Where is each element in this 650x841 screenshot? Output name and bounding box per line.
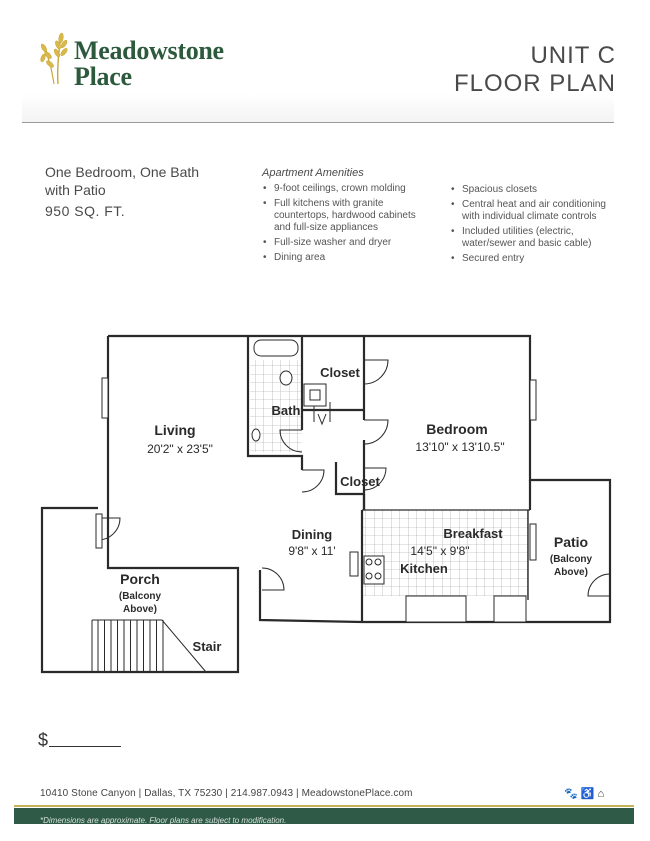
amenities-list-right: Spacious closets Central heat and air co… <box>450 184 606 268</box>
price-blank-line <box>49 746 121 747</box>
floorplan-title: FLOOR PLAN <box>453 70 616 97</box>
header-band <box>22 94 614 122</box>
amenity-item: Included utilities (electric,water/sewer… <box>450 226 606 250</box>
burner-icon <box>365 572 373 580</box>
patio-note-line2: Above) <box>554 567 588 578</box>
stair-outline <box>92 619 207 673</box>
window <box>95 513 103 549</box>
wheat-logo-icon <box>40 32 68 85</box>
amenity-item: 9-foot ceilings, crown molding <box>262 183 416 195</box>
dining-south-wall <box>260 596 362 622</box>
sink <box>251 428 261 442</box>
room-label-closet-top: Closet <box>320 365 360 380</box>
window <box>349 551 359 577</box>
header-divider <box>22 122 614 123</box>
room-dim-living: 20'2" x 23'5" <box>147 442 213 456</box>
hall-door-swing <box>301 469 325 493</box>
counter-1 <box>405 595 467 623</box>
unit-description-line2: with Patio <box>45 182 106 198</box>
stove <box>363 555 385 585</box>
counter-2 <box>493 595 527 623</box>
dining-south-edge <box>258 570 363 624</box>
room-label-living: Living <box>154 422 195 438</box>
logo: Meadowstone Place <box>38 30 278 90</box>
toilet <box>279 370 293 386</box>
square-footage: 950 SQ. FT. <box>45 203 126 219</box>
amenities-title: Apartment Amenities <box>262 167 364 179</box>
burner-icon <box>374 558 382 566</box>
closet-door-swing <box>363 359 389 385</box>
room-dim-kitchen: 14'5" x 9'8" <box>410 544 469 558</box>
window <box>101 377 109 419</box>
logo-line2: Place <box>74 62 132 91</box>
amenities-list-left: 9-foot ceilings, crown molding Full kitc… <box>262 183 416 267</box>
stair-treads <box>97 620 164 672</box>
footer-accessibility-icons: 🐾 ♿ ⌂ <box>564 788 605 800</box>
burner-icon <box>365 558 373 566</box>
porch-note-line1: (Balcony <box>119 591 162 602</box>
room-label-kitchen: Kitchen <box>400 561 448 576</box>
amenity-item: Dining area <box>262 252 416 264</box>
footer-gold-rule <box>14 805 634 807</box>
amenity-item: Spacious closets <box>450 184 606 196</box>
kitchen-tile-floor <box>362 510 528 596</box>
room-label-breakfast: Breakfast <box>443 526 503 541</box>
closet-mid-wall <box>334 462 364 496</box>
porch-note-line2: Above) <box>123 604 157 615</box>
patio-door-swing <box>587 573 611 597</box>
room-dim-bedroom: 13'10" x 13'10.5" <box>415 440 504 454</box>
logo-line1: Meadowstone <box>74 36 224 65</box>
room-label-closet-mid: Closet <box>340 474 380 489</box>
room-label-bedroom: Bedroom <box>426 421 487 437</box>
unit-title: UNIT C <box>530 42 616 69</box>
washer-dryer-inner <box>309 389 321 401</box>
bath-door-swing <box>279 429 303 453</box>
footer-disclaimer: *Dimensions are approximate. Floor plans… <box>40 816 287 825</box>
room-dim-dining: 9'8" x 11' <box>288 544 335 558</box>
window <box>529 523 537 561</box>
porch-wall <box>40 506 240 674</box>
room-label-dining: Dining <box>292 527 332 542</box>
dining-door-swing <box>261 567 285 591</box>
living-west-wall <box>106 336 240 596</box>
bath-wall <box>246 336 304 470</box>
amenity-item: Full-size washer and dryer <box>262 237 416 249</box>
room-label-bath: Bath <box>272 403 301 418</box>
burner-icon <box>374 572 382 580</box>
footer-band <box>14 808 634 824</box>
unit-description-line1: One Bedroom, One Bath <box>45 164 200 180</box>
room-label-porch: Porch <box>120 571 160 587</box>
amenity-item: Secured entry <box>450 253 606 265</box>
window <box>529 379 537 421</box>
bedroom-door-swing <box>363 419 389 445</box>
room-label-patio: Patio <box>554 534 588 550</box>
patio-note-line1: (Balcony <box>550 554 593 565</box>
bathtub <box>253 339 299 357</box>
price-symbol: $ <box>38 730 49 750</box>
unit-outer-wall <box>108 334 612 624</box>
room-label-stair: Stair <box>193 639 222 654</box>
footer-contact: 10410 Stone Canyon | Dallas, TX 75230 | … <box>40 788 413 799</box>
closet-mid-door-swing <box>363 467 387 491</box>
